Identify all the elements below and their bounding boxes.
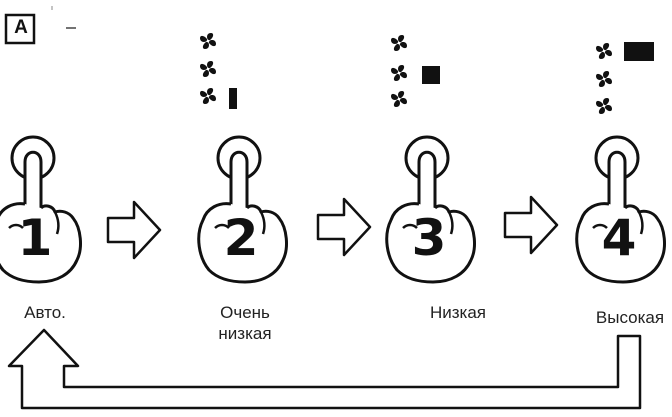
speed-bar-icon xyxy=(229,88,237,109)
step-number-4: 4 xyxy=(601,209,637,267)
panel-tag: A xyxy=(14,17,28,38)
fan-icon xyxy=(391,35,407,51)
speed-bar-icon xyxy=(624,42,654,61)
step-label-high: Высокая xyxy=(595,308,665,327)
right-arrow-icon xyxy=(106,200,162,260)
step-number-2: 2 xyxy=(223,209,259,267)
fan-icon xyxy=(391,65,407,81)
fan-icon xyxy=(200,88,216,104)
step-label-low: Низкая xyxy=(429,303,487,322)
speed-bar-icon xyxy=(422,66,440,84)
fan-icon xyxy=(596,98,612,114)
fan-icon xyxy=(200,33,216,49)
step-number-3: 3 xyxy=(411,209,447,267)
right-arrow-icon xyxy=(316,197,372,257)
right-arrow-icon xyxy=(503,195,559,255)
return-arrow-icon xyxy=(7,328,642,410)
fan-icon xyxy=(391,91,407,107)
panel-tag-frame xyxy=(4,13,36,45)
step-label-auto: Авто. xyxy=(24,303,66,322)
fan-icon xyxy=(596,71,612,87)
step-label-very-low-line1: Очень xyxy=(220,303,270,322)
fan-icon xyxy=(596,43,612,59)
fan-icon xyxy=(200,61,216,77)
step-number-1: 1 xyxy=(17,209,53,267)
step-label-very-low-line2: низкая xyxy=(218,324,272,343)
